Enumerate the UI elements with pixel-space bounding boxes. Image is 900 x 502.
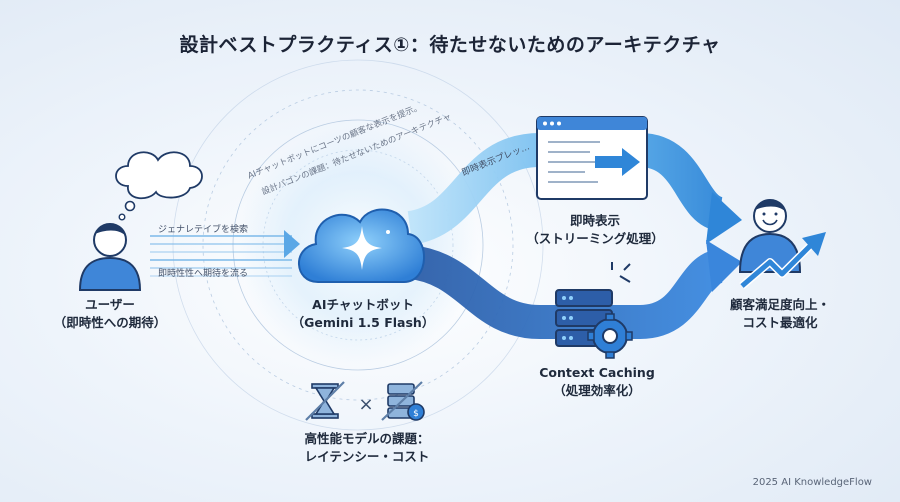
caching-label: Context Caching （処理効率化）: [539, 365, 655, 398]
streaming-window-icon: [536, 116, 648, 200]
expect-flow-label: 即時性性へ期待を流る: [158, 269, 249, 279]
user-label: ユーザー （即時性への期待）: [53, 297, 167, 330]
user-request-lines: [150, 235, 292, 277]
svg-text:$: $: [413, 409, 419, 419]
request-arrowhead: [284, 230, 300, 258]
server-cache-icon: [555, 262, 633, 359]
ai-cloud-icon: [298, 208, 425, 283]
streaming-arrowhead: [706, 192, 742, 244]
hourglass-icon: [305, 381, 345, 421]
sparkle-icon: [342, 226, 382, 270]
page-title: 設計ベストプラクティス①：待たせないためのアーキテクチャ: [179, 34, 721, 56]
times-symbol: ×: [358, 394, 373, 415]
happy-person-icon: [738, 199, 802, 273]
gear-icon: [587, 313, 633, 359]
user-person-icon: [78, 223, 142, 291]
caching-arrowhead: [706, 240, 742, 292]
problem-label: 高性能モデルの課題： レイテンシー・コスト: [304, 431, 430, 464]
search-flow-label: ジェナレテイブを検索: [158, 225, 249, 235]
chatbot-label: AIチャットボット （Gemini 1.5 Flash）: [291, 297, 435, 330]
streaming-label: 即時表示 （ストリーミング処理）: [526, 213, 664, 246]
footer-credit: 2025 AI KnowledgeFlow: [752, 477, 872, 488]
caching-arrow: [407, 245, 725, 339]
thought-bubble-icon: [115, 151, 203, 221]
coin-server-icon: $: [381, 381, 425, 421]
satisfaction-label: 顧客満足度向上・ コスト最適化: [729, 297, 830, 330]
growth-arrow-icon: [739, 232, 826, 290]
